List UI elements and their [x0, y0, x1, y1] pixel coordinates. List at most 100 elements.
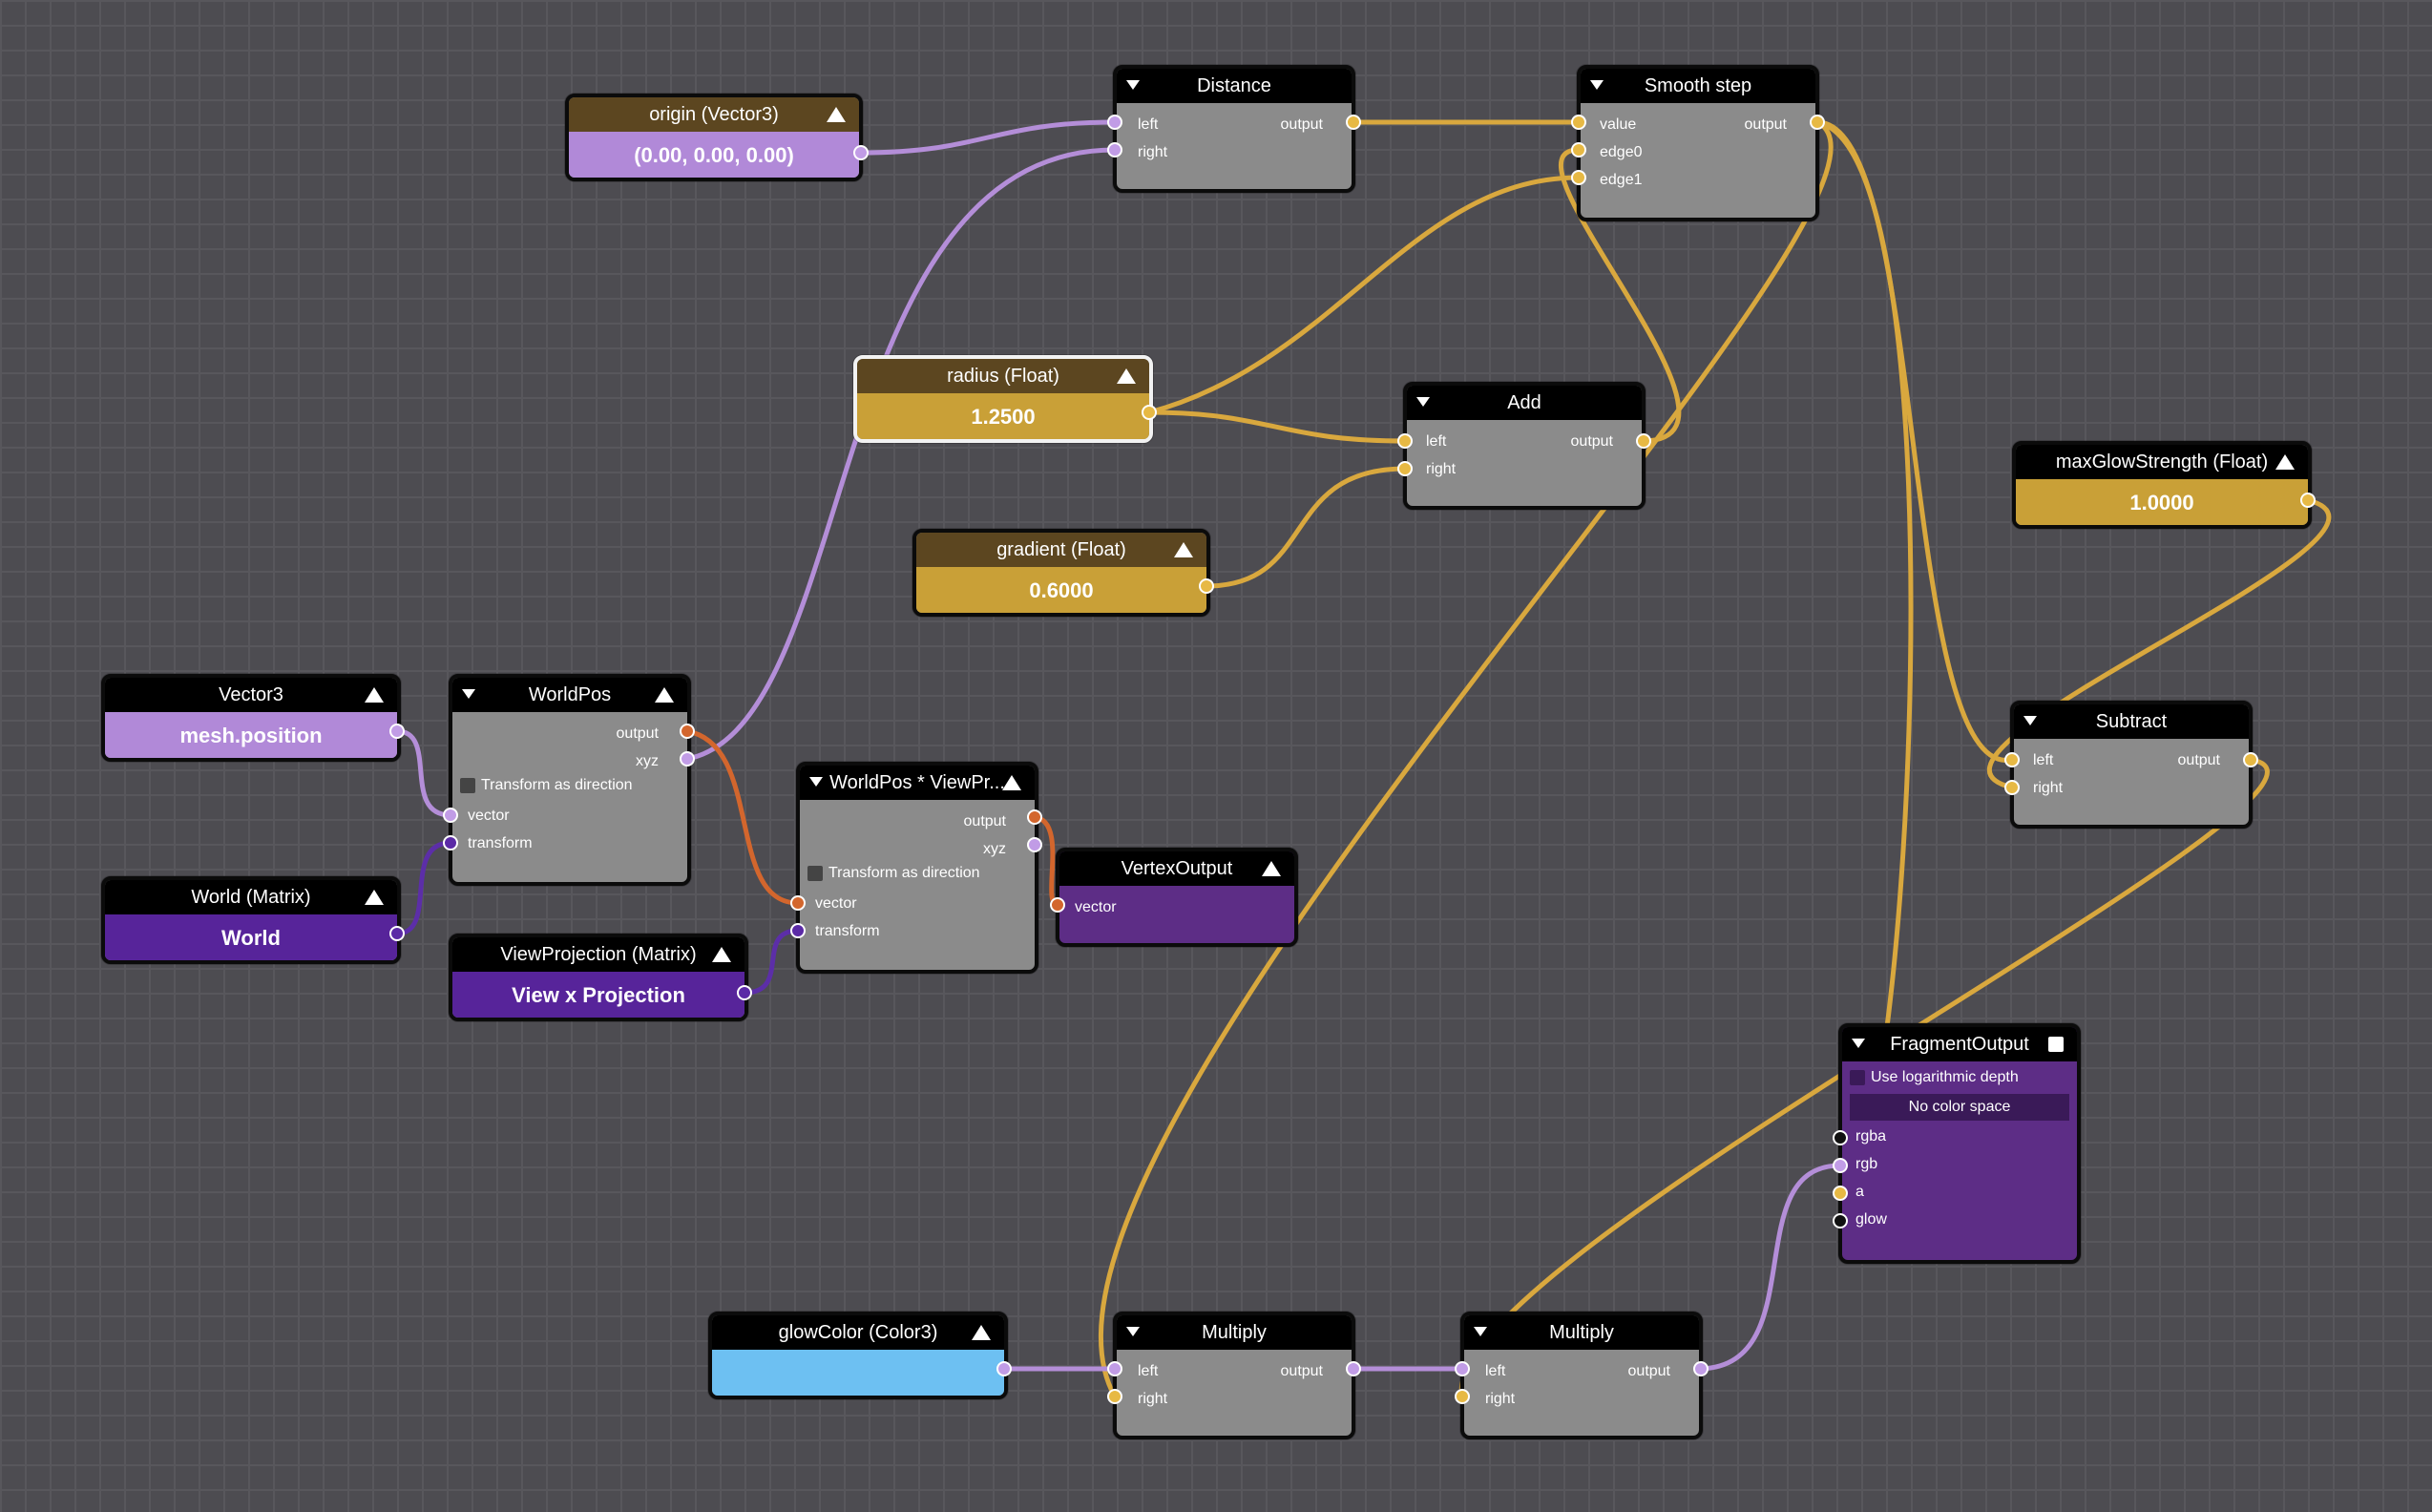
fragmentoutput-rgb-port[interactable] [1833, 1158, 1848, 1173]
collapse-down-icon[interactable] [2023, 716, 2037, 725]
multiply2-node-header[interactable]: Multiply [1464, 1315, 1699, 1350]
collapse-up-icon[interactable] [1002, 775, 1021, 790]
subtract-node[interactable]: Subtract left right output [2010, 701, 2253, 829]
gradient-input-node[interactable]: gradient (Float) 0.6000 [912, 529, 1210, 617]
smoothstep-value-port[interactable] [1571, 115, 1586, 130]
collapse-down-icon[interactable] [1852, 1039, 1865, 1048]
maxglow-value[interactable]: 1.0000 [2016, 479, 2308, 525]
collapse-up-icon[interactable] [1262, 861, 1281, 876]
worldposvp-node-header[interactable]: WorldPos * ViewPr... [800, 766, 1035, 800]
smoothstep-node-header[interactable]: Smooth step [1581, 69, 1815, 103]
worldposvp-transform-direction-checkbox[interactable]: Transform as direction [807, 865, 980, 882]
origin-node-header[interactable]: origin (Vector3) [569, 97, 859, 132]
radius-value[interactable]: 1.2500 [857, 393, 1149, 439]
glowcolor-output-port[interactable] [996, 1361, 1012, 1376]
worldposvp-transform-port[interactable] [790, 923, 806, 938]
worldpos-viewprojection-node[interactable]: WorldPos * ViewPr... output xyz Transfor… [796, 762, 1038, 974]
smoothstep-edge1-port[interactable] [1571, 170, 1586, 185]
worldpos-transform-direction-checkbox[interactable]: Transform as direction [460, 777, 633, 794]
gradient-value[interactable]: 0.6000 [916, 567, 1206, 613]
vector3-value[interactable]: mesh.position [105, 712, 397, 758]
add-left-port[interactable] [1397, 433, 1413, 449]
fragmentoutput-node-header[interactable]: FragmentOutput [1842, 1027, 2077, 1061]
subtract-output-port[interactable] [2243, 752, 2258, 767]
maxglow-node-header[interactable]: maxGlowStrength (Float) [2016, 445, 2308, 479]
collapse-up-icon[interactable] [365, 687, 384, 703]
origin-input-node[interactable]: origin (Vector3) (0.00, 0.00, 0.00) [565, 94, 863, 181]
radius-node-header[interactable]: radius (Float) [857, 359, 1149, 393]
origin-value[interactable]: (0.00, 0.00, 0.00) [569, 132, 859, 178]
fragmentoutput-node[interactable]: FragmentOutput Use logarithmic depth No … [1838, 1023, 2081, 1264]
wire-worldpos-vector[interactable] [686, 728, 799, 906]
worldpos-xyz-port[interactable] [680, 751, 695, 766]
distance-node[interactable]: Distance left right output [1113, 65, 1355, 193]
multiply1-node-header[interactable]: Multiply [1117, 1315, 1352, 1350]
collapse-up-icon[interactable] [365, 890, 384, 905]
collapse-down-icon[interactable] [1474, 1327, 1487, 1336]
worldpos-vector-port[interactable] [443, 808, 458, 823]
gradient-node-header[interactable]: gradient (Float) [916, 533, 1206, 567]
collapse-up-icon[interactable] [712, 947, 731, 962]
multiply2-output-port[interactable] [1693, 1361, 1709, 1376]
collapse-down-icon[interactable] [1126, 80, 1140, 90]
subtract-left-port[interactable] [2004, 752, 2020, 767]
multiply-node-2[interactable]: Multiply left right output [1460, 1312, 1703, 1439]
glowcolor-swatch[interactable] [712, 1350, 1004, 1396]
add-right-port[interactable] [1397, 461, 1413, 476]
vector3-node-header[interactable]: Vector3 [105, 678, 397, 712]
wire-xyz-distance[interactable] [686, 147, 1116, 762]
worldposvp-output-port[interactable] [1027, 809, 1042, 825]
wire-radius-edge1[interactable] [1148, 175, 1580, 415]
maxglow-output-port[interactable] [2300, 493, 2316, 508]
subtract-node-header[interactable]: Subtract [2014, 704, 2249, 739]
collapse-down-icon[interactable] [809, 777, 823, 787]
fragmentoutput-a-port[interactable] [1833, 1186, 1848, 1201]
fragmentoutput-rgba-port[interactable] [1833, 1130, 1848, 1145]
collapse-down-icon[interactable] [462, 689, 475, 699]
multiply1-output-port[interactable] [1346, 1361, 1361, 1376]
checkbox-icon[interactable] [1850, 1070, 1865, 1085]
worldpos-transform-port[interactable] [443, 835, 458, 850]
vector3-input-node[interactable]: Vector3 mesh.position [101, 674, 401, 762]
world-value[interactable]: World [105, 914, 397, 960]
multiply1-right-port[interactable] [1107, 1389, 1122, 1404]
maxglow-input-node[interactable]: maxGlowStrength (Float) 1.0000 [2012, 441, 2312, 529]
smoothstep-node[interactable]: Smooth step value edge0 edge1 output [1577, 65, 1819, 221]
checkbox-icon[interactable] [460, 778, 475, 793]
worldpos-node-header[interactable]: WorldPos [452, 678, 687, 712]
add-output-port[interactable] [1636, 433, 1651, 449]
subtract-right-port[interactable] [2004, 780, 2020, 795]
wire-viewproj-transform[interactable] [744, 928, 799, 996]
collapse-up-icon[interactable] [1174, 542, 1193, 557]
preview-square-icon[interactable] [2048, 1037, 2064, 1052]
collapse-up-icon[interactable] [827, 107, 846, 122]
collapse-up-icon[interactable] [2275, 454, 2295, 470]
add-node[interactable]: Add left right output [1403, 382, 1646, 510]
worldposvp-xyz-port[interactable] [1027, 837, 1042, 852]
radius-input-node[interactable]: radius (Float) 1.2500 [853, 355, 1153, 443]
collapse-up-icon[interactable] [655, 687, 674, 703]
distance-right-port[interactable] [1107, 142, 1122, 158]
world-output-port[interactable] [389, 926, 405, 941]
wire-multiply2-rgb[interactable] [1700, 1163, 1841, 1372]
wire-world-worldpos[interactable] [396, 840, 451, 936]
origin-output-port[interactable] [853, 145, 869, 160]
vector3-output-port[interactable] [389, 724, 405, 739]
smoothstep-edge0-port[interactable] [1571, 142, 1586, 158]
wire-origin-distance[interactable] [860, 119, 1116, 156]
wire-gradient-addright[interactable] [1206, 466, 1406, 589]
logarithmic-depth-checkbox[interactable]: Use logarithmic depth [1850, 1069, 2019, 1086]
vertexoutput-vector-port[interactable] [1050, 897, 1065, 913]
viewprojection-value[interactable]: View x Projection [452, 972, 744, 1018]
worldposvp-vector-port[interactable] [790, 895, 806, 911]
collapse-down-icon[interactable] [1590, 80, 1604, 90]
worldpos-node[interactable]: WorldPos output xyz Transform as directi… [449, 674, 691, 886]
multiply2-left-port[interactable] [1455, 1361, 1470, 1376]
radius-output-port[interactable] [1142, 405, 1157, 420]
gradient-output-port[interactable] [1199, 578, 1214, 594]
worldpos-output-port[interactable] [680, 724, 695, 739]
add-node-header[interactable]: Add [1407, 386, 1642, 420]
distance-node-header[interactable]: Distance [1117, 69, 1352, 103]
viewprojection-node-header[interactable]: ViewProjection (Matrix) [452, 937, 744, 972]
glowcolor-input-node[interactable]: glowColor (Color3) [708, 1312, 1008, 1399]
